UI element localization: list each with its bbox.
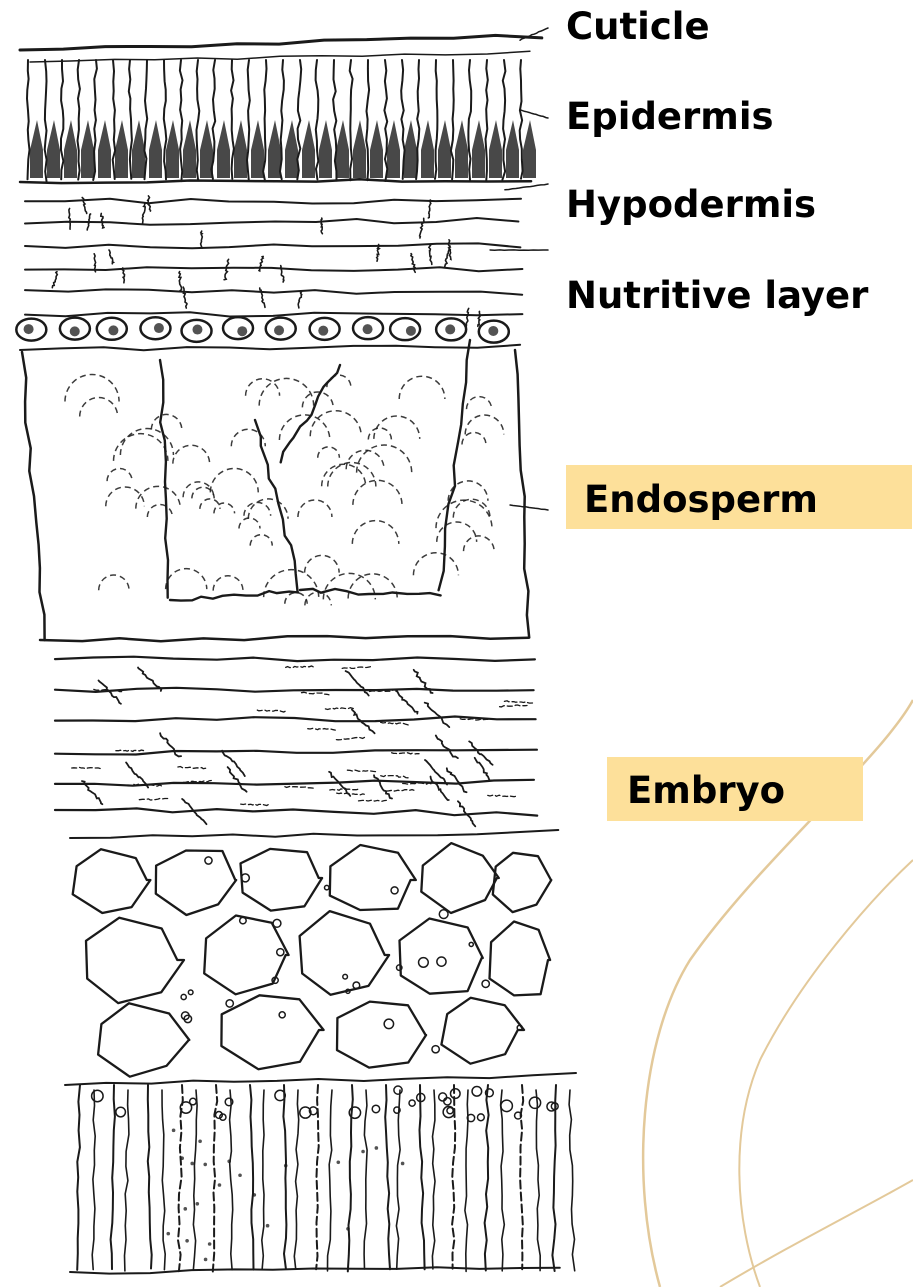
label-nutritive-layer: Nutritive layer [566,277,868,314]
hypodermis-layer-drawing [25,196,522,329]
label-cuticle: Cuticle [566,8,710,45]
endosperm-layer-drawing [22,340,529,641]
epidermis-layer-drawing [20,60,536,183]
label-endosperm: Endosperm [584,481,818,518]
label-embryo: Embryo [627,772,785,809]
cuticle-layer-drawing [20,35,542,62]
compressed-layer-drawing [55,657,537,827]
parenchyma-cells-drawing [70,830,558,1077]
label-epidermis: Epidermis [566,98,774,135]
label-hypodermis: Hypodermis [566,186,816,223]
nutritive-layer-drawing [16,317,520,350]
embryo-cells-drawing [65,1073,576,1274]
